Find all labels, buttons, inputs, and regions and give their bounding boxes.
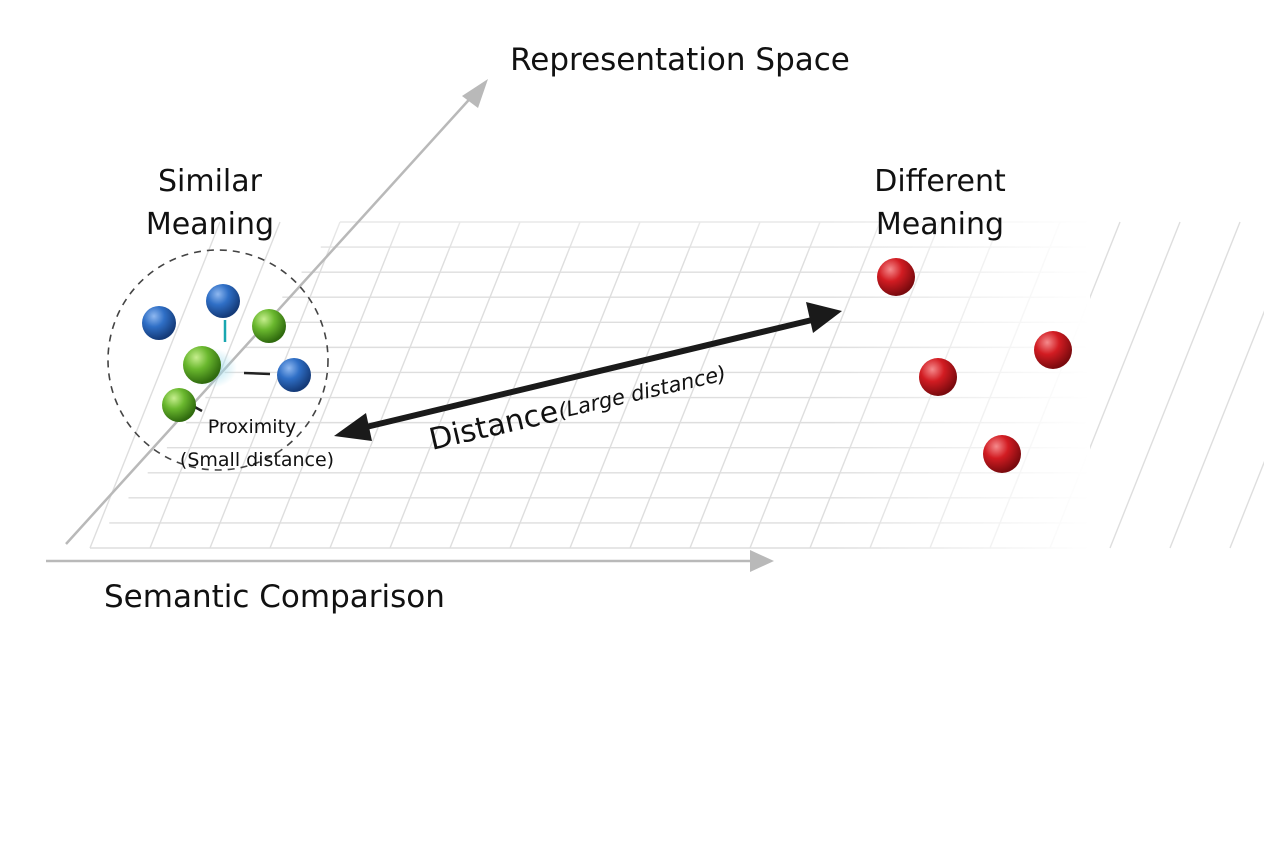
grid-column-line: [329, 221, 461, 549]
vertical-axis-arrowhead-icon: [462, 79, 488, 108]
similar-cluster-boundary: [107, 249, 329, 471]
blue-sphere-icon: [277, 358, 311, 392]
grid-column-line: [1229, 460, 1264, 549]
grid-column-line: [569, 221, 701, 549]
grid-column-line: [1109, 221, 1241, 549]
proximity-label-line1: Proximity: [208, 416, 297, 438]
grid-column-line: [1169, 310, 1264, 549]
similar-points: [142, 284, 311, 422]
connector-tick: [243, 371, 271, 376]
similar-meaning-label-line2: Meaning: [146, 207, 274, 242]
similar-meaning-label-line1: Similar: [158, 164, 263, 199]
different-points: [877, 258, 1072, 473]
grid-column-line: [509, 221, 641, 549]
distance-label: Distance (Large distance): [426, 361, 729, 458]
distance-arrow-shaft: [361, 317, 813, 431]
green-sphere-icon: [162, 388, 196, 422]
different-meaning-label-line1: Different: [874, 164, 1006, 199]
proximity-label-line2: (Small distance): [180, 449, 334, 471]
grid-fade-top: [300, 150, 1100, 260]
grid-column-line: [389, 221, 521, 549]
distance-arrowhead-right-icon: [806, 302, 842, 333]
grid-column-line: [449, 221, 581, 549]
blue-sphere-icon: [142, 306, 176, 340]
horizontal-axis-arrowhead-icon: [750, 550, 774, 572]
distance-arrowhead-left-icon: [334, 413, 372, 441]
grid-column-line: [689, 221, 821, 549]
grid-column-line: [209, 221, 341, 549]
grid-column-line: [269, 221, 401, 549]
semantic-comparison-label: Semantic Comparison: [104, 579, 445, 615]
different-meaning-label-line2: Meaning: [876, 207, 1004, 242]
green-sphere-icon: [252, 309, 286, 343]
red-sphere-icon: [983, 435, 1021, 473]
representation-space-label: Representation Space: [510, 42, 850, 78]
red-sphere-icon: [1034, 331, 1072, 369]
red-sphere-icon: [877, 258, 915, 296]
red-sphere-icon: [919, 358, 957, 396]
grid-column-line: [629, 221, 761, 549]
distance-label-sub: (Large distance): [556, 361, 729, 423]
green-sphere-icon: [183, 346, 221, 384]
blue-sphere-icon: [206, 284, 240, 318]
